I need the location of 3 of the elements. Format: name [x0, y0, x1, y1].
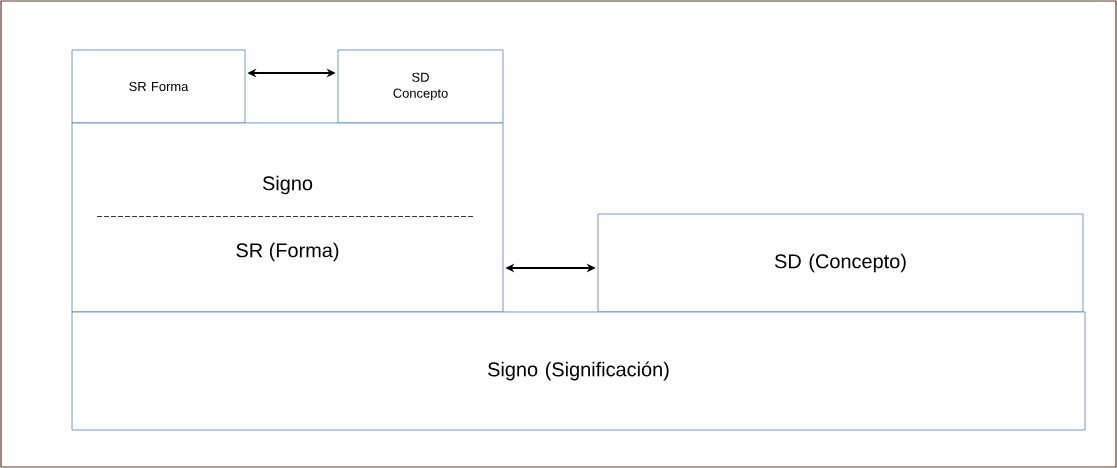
- text-box: SD (Concepto): [597, 213, 1084, 313]
- text-box: SD Concepto: [337, 49, 504, 124]
- text-box: SR Forma: [71, 49, 246, 124]
